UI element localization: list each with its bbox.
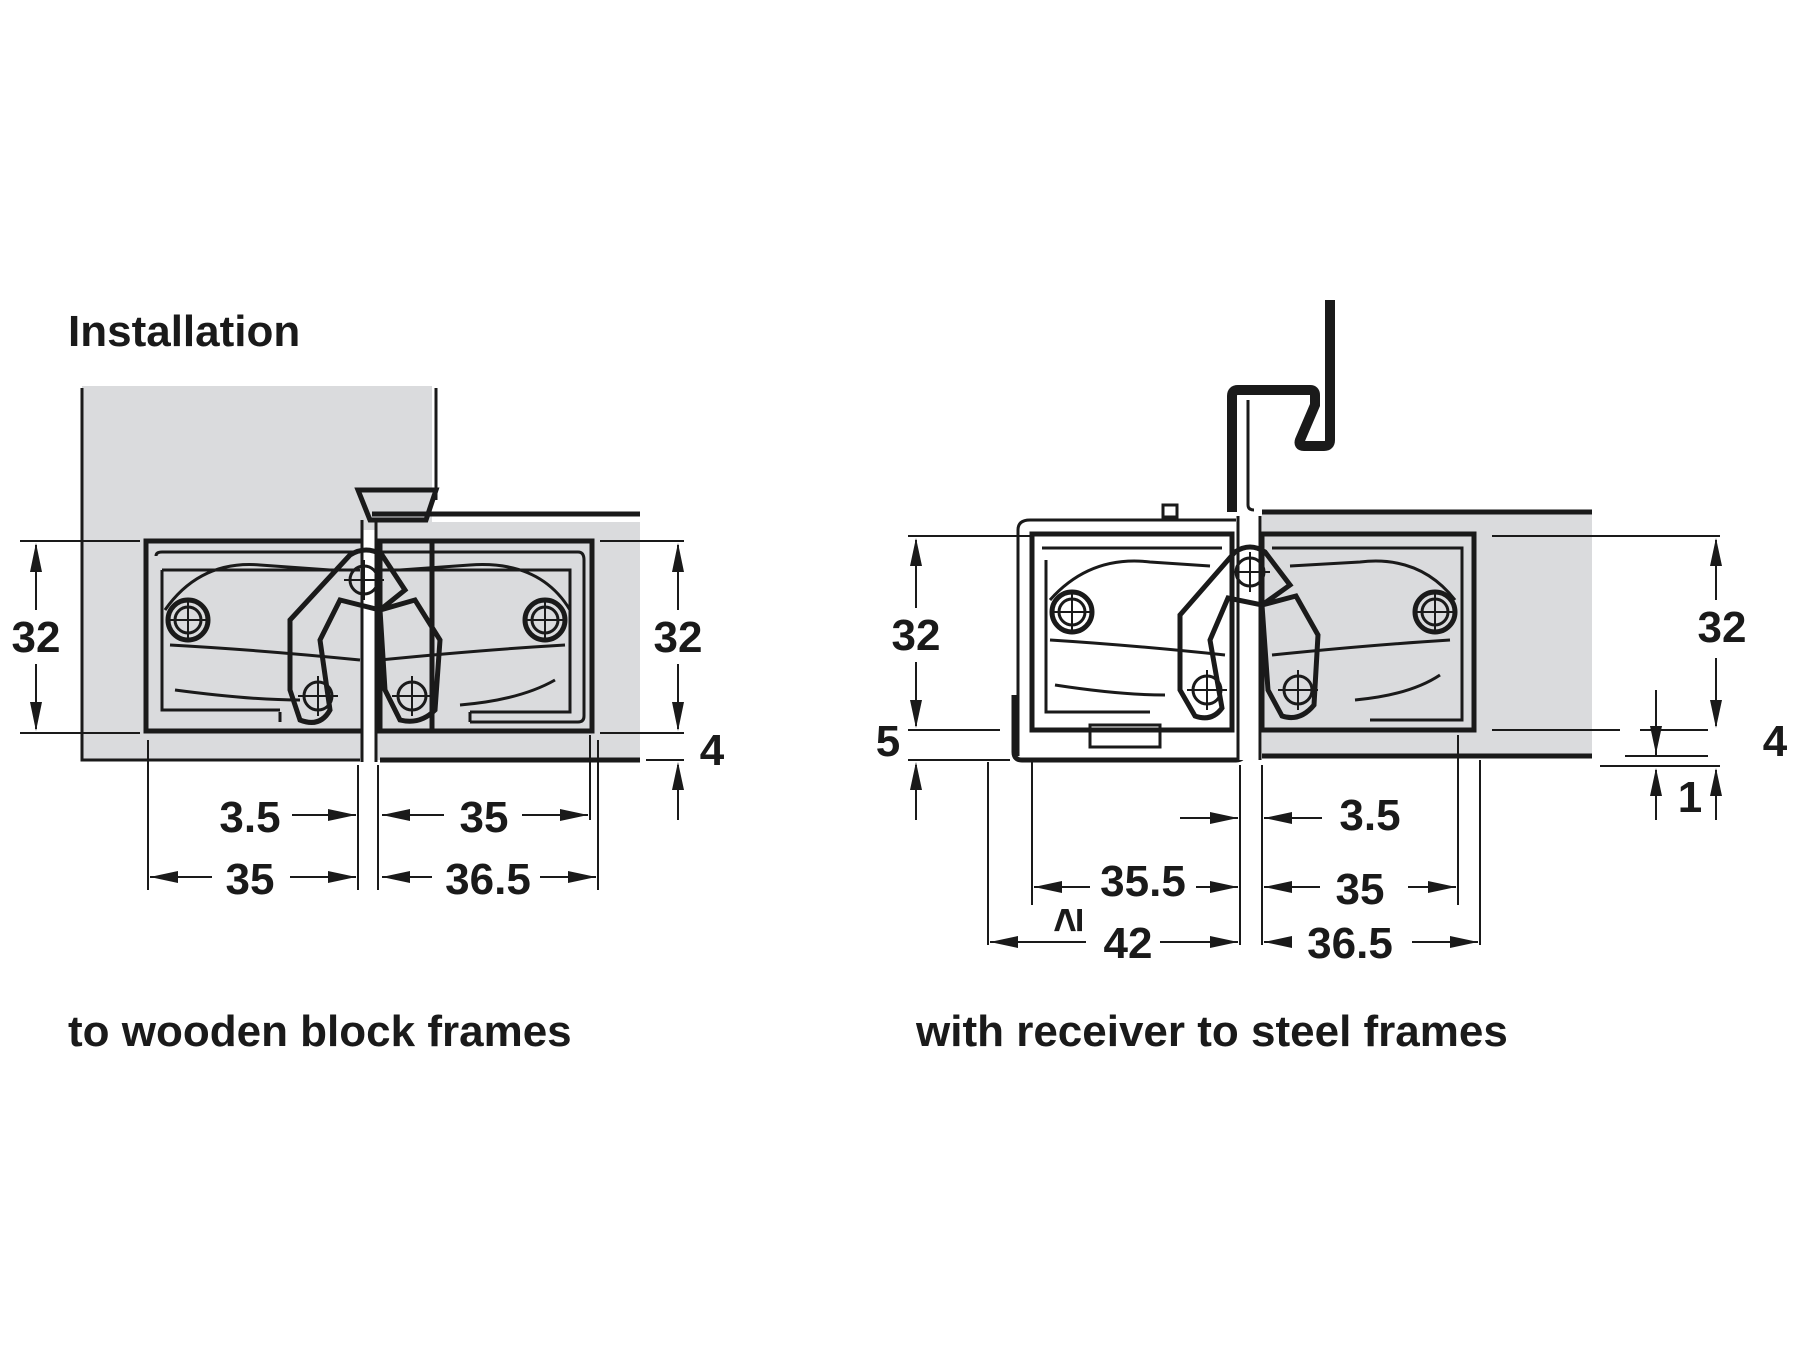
dim-depth-right-bottom: 36.5 <box>1307 919 1393 968</box>
hinge-link <box>287 547 409 725</box>
screw-hole <box>1049 589 1095 635</box>
wooden-frame-drawing: 32 32 4 3.5 35 35 36.5 <box>12 386 725 904</box>
dim-depth-left-bottom: 42 <box>1104 919 1153 968</box>
center-gap <box>1236 516 1262 760</box>
dim-height-right: 32 <box>654 613 703 662</box>
screw-hole <box>392 676 432 716</box>
frame-block <box>372 522 640 760</box>
caption-wooden: to wooden block frames <box>68 1007 572 1056</box>
dim-line-height-left <box>908 535 1030 820</box>
screw-hole <box>522 597 568 643</box>
door-outline <box>80 388 360 762</box>
screw-hole <box>1230 552 1270 592</box>
dim-depth-left-mid: 35.5 <box>1100 857 1186 906</box>
screw-hole <box>1187 670 1227 710</box>
screw-hole <box>1278 670 1318 710</box>
hinge-body-left <box>143 538 435 734</box>
steel-frame-drawing: 32 5 32 4 1 3.5 35.5 35 ≥ 42 36.5 <box>876 300 1788 968</box>
cover-cap <box>354 487 440 523</box>
dim-depth-right-top: 35 <box>460 793 509 842</box>
dim-line-height-right <box>600 540 684 820</box>
dim-depth-left-bottom: 35 <box>226 855 275 904</box>
dim-line-height-left <box>20 540 140 734</box>
min-symbol: ≥ <box>1043 908 1092 932</box>
dim-gap-right: 3.5 <box>1339 791 1400 840</box>
caption-steel: with receiver to steel frames <box>915 1007 1508 1056</box>
screw-hole <box>298 676 338 716</box>
hinge-link <box>1177 544 1294 721</box>
diagram-title: Installation <box>68 307 300 356</box>
screw-hole <box>1412 589 1458 635</box>
center-gap <box>360 530 378 762</box>
dim-depth-right-bottom: 36.5 <box>445 855 531 904</box>
dim-height-left: 32 <box>12 613 61 662</box>
dim-height-left: 32 <box>892 611 941 660</box>
dim-offset-left: 5 <box>876 717 900 766</box>
dim-height-right: 32 <box>1698 603 1747 652</box>
steel-frame-profile <box>1227 300 1335 512</box>
hinge-body-left <box>1029 531 1235 733</box>
dim-recess-depth: 4 <box>1763 717 1788 766</box>
dim-depth-right-mid: 35 <box>1336 865 1385 914</box>
dim-clearance: 1 <box>1678 773 1702 822</box>
dim-gap-left: 3.5 <box>219 793 280 842</box>
screw-hole <box>165 597 211 643</box>
dim-recess-depth: 4 <box>700 726 725 775</box>
screw-hole <box>344 560 384 600</box>
